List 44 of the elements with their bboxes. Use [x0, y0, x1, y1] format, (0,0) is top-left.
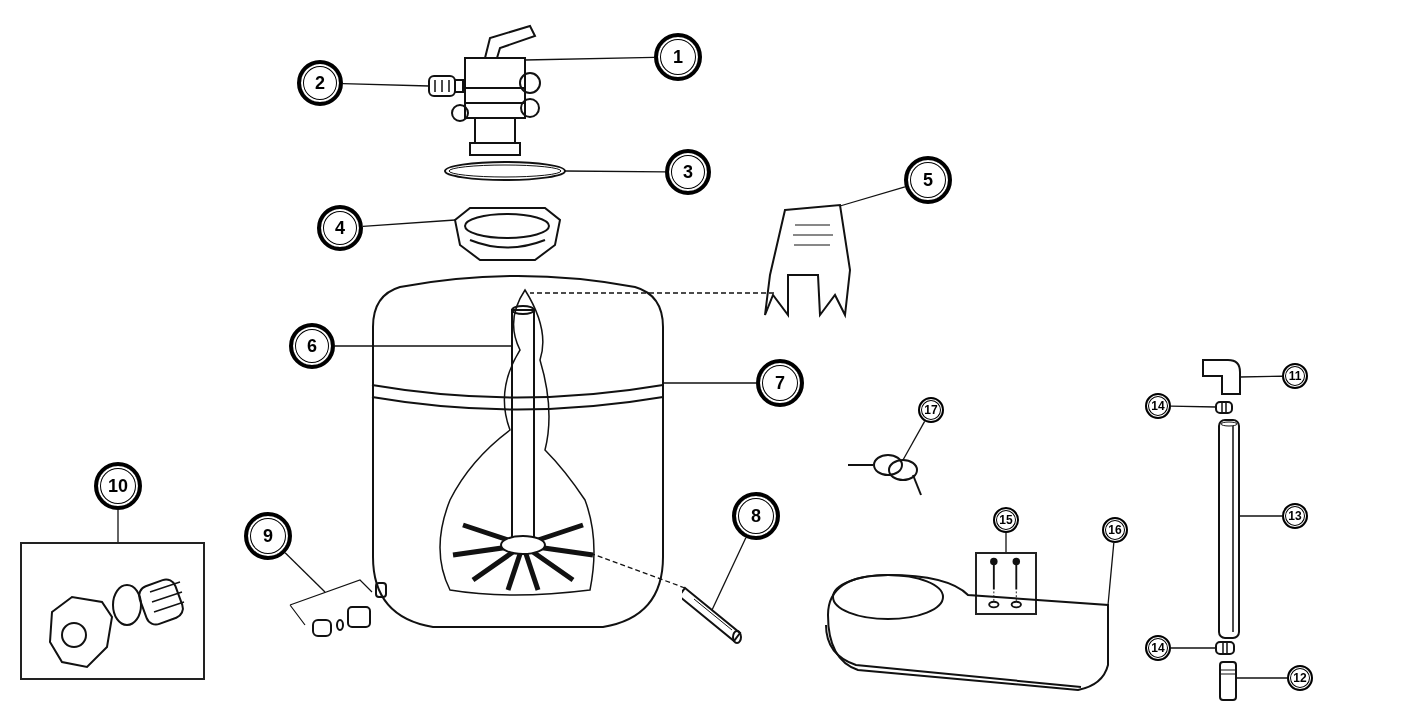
callout-number: 17 [918, 397, 944, 423]
pipe-drawing [1216, 418, 1242, 640]
callout-number: 9 [244, 512, 292, 560]
union-nut-drawing [1214, 640, 1236, 656]
leader-line [342, 82, 430, 87]
leader-line [1235, 677, 1288, 679]
leader-line [1170, 405, 1217, 408]
callout-number: 13 [1282, 503, 1308, 529]
leader-line [1238, 515, 1283, 517]
leader-line [362, 219, 456, 228]
threaded-adapter-drawing [1218, 660, 1238, 702]
callout-number: 3 [665, 149, 711, 195]
callout-number: 16 [1102, 517, 1128, 543]
callout-number: 7 [756, 359, 804, 407]
dashed-leader-line [529, 292, 775, 294]
callout-number: 5 [904, 156, 952, 204]
callout-number: 12 [1287, 665, 1313, 691]
callout-number: 10 [94, 462, 142, 510]
screw-set-panel [975, 552, 1037, 615]
callout-number: 14 [1145, 635, 1171, 661]
leader-line [1107, 542, 1115, 606]
callout-number: 8 [732, 492, 780, 540]
leader-line [711, 537, 747, 611]
union-nut-drawing [1214, 400, 1234, 415]
valve-kit-frame [20, 542, 205, 680]
callout-number: 1 [654, 33, 702, 81]
callout-number: 11 [1282, 363, 1308, 389]
callout-number: 15 [993, 507, 1019, 533]
callout-number: 14 [1145, 393, 1171, 419]
leader-line [1005, 532, 1007, 553]
leader-line [662, 382, 757, 384]
callout-number: 6 [289, 323, 335, 369]
leader-line [524, 56, 655, 61]
leader-line [334, 345, 513, 347]
leader-line [1170, 647, 1217, 649]
leader-line [564, 170, 666, 173]
leader-line [839, 186, 906, 207]
leader-line [284, 552, 326, 593]
dashed-leader-line [589, 552, 686, 589]
leader-line [117, 509, 119, 543]
leader-line [1239, 375, 1283, 378]
callout-number: 2 [297, 60, 343, 106]
callout-number: 4 [317, 205, 363, 251]
leader-line [902, 420, 926, 461]
